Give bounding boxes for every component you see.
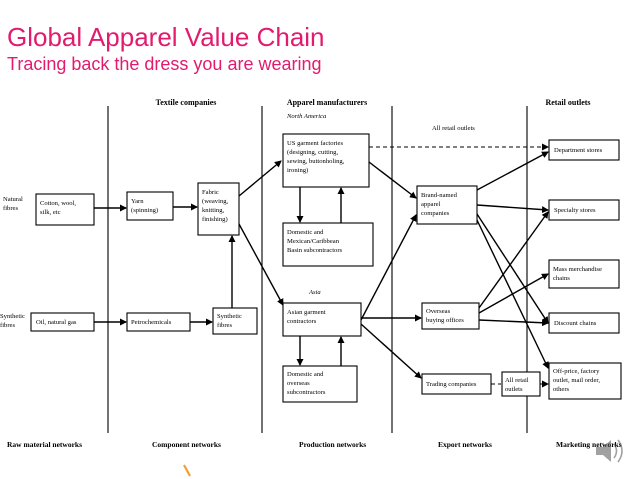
svg-text:Mass merchandise: Mass merchandise <box>553 266 602 273</box>
box-oil-gas: Oil, natural gas <box>30 312 95 332</box>
svg-text:outlets: outlets <box>505 386 523 393</box>
svg-text:sewing, buttonholing,: sewing, buttonholing, <box>287 158 345 165</box>
svg-text:Mexican/Caribbean: Mexican/Caribbean <box>287 238 340 245</box>
svg-text:Trading companies: Trading companies <box>426 381 477 388</box>
arrow-overseas-specialty <box>478 211 549 309</box>
arrow-brand-discount <box>476 213 549 324</box>
slide-title: Global Apparel Value Chain <box>7 22 325 52</box>
svg-text:(spinning): (spinning) <box>131 207 158 214</box>
svg-text:Brand-named: Brand-named <box>421 192 458 199</box>
region-asia: Asia <box>308 289 321 296</box>
footer-marketing: Marketing networks <box>556 440 622 449</box>
svg-text:All retail: All retail <box>505 377 529 384</box>
footer-export: Export networks <box>438 440 492 449</box>
arrow-overseas-discount <box>478 319 549 327</box>
svg-text:knitting,: knitting, <box>202 207 225 214</box>
box-petrochemicals: Petrochemicals <box>126 312 191 332</box>
box-all-retail-outlets: All retail outlets <box>501 371 541 397</box>
box-domestic-mexican: Domestic and Mexican/Caribbean Basin sub… <box>282 222 374 267</box>
box-brand-named: Brand-named apparel companies <box>416 185 478 225</box>
svg-text:Synthetic: Synthetic <box>217 313 242 320</box>
svg-text:Fabric: Fabric <box>202 189 219 196</box>
header-retail: Retail outlets <box>545 98 590 107</box>
slide-subtitle: Tracing back the dress you are wearing <box>7 54 322 74</box>
svg-text:outlet, mail order,: outlet, mail order, <box>553 377 600 384</box>
arrow-overseas-mass <box>478 273 549 314</box>
arrow-fabric-us <box>238 160 282 197</box>
svg-text:others: others <box>553 386 570 393</box>
svg-text:subcontractors: subcontractors <box>287 389 326 396</box>
box-synthetic-fibres: Synthetic fibres <box>212 307 258 335</box>
svg-text:chains: chains <box>553 275 570 282</box>
svg-text:(weaving,: (weaving, <box>202 198 229 205</box>
svg-text:buying offices: buying offices <box>426 317 464 324</box>
svg-text:Asian garment: Asian garment <box>287 309 326 316</box>
box-asian-contractors: Asian garment contractors <box>282 302 362 337</box>
svg-text:silk, etc: silk, etc <box>40 209 61 216</box>
box-domestic-overseas: Domestic and overseas subcontractors <box>282 365 358 403</box>
box-trading-companies: Trading companies <box>421 373 492 395</box>
svg-text:(designing, cutting,: (designing, cutting, <box>287 149 338 156</box>
arrow-brand-department <box>476 151 549 191</box>
box-off-price: Off-price, factory outlet, mail order, o… <box>548 362 622 400</box>
natural-fibres-label-1: Natural <box>3 196 23 203</box>
svg-text:Department stores: Department stores <box>554 147 603 154</box>
box-yarn: Yarn (spinning) <box>126 191 174 221</box>
footer-raw-material: Raw material networks <box>7 440 82 449</box>
svg-text:finishing): finishing) <box>202 216 228 223</box>
arrow-us-brand <box>368 161 417 199</box>
pen-mark-icon <box>183 464 191 477</box>
box-department-stores: Department stores <box>548 139 620 161</box>
header-apparel: Apparel manufacturers <box>287 98 367 107</box>
footer-component: Component networks <box>152 440 221 449</box>
svg-text:fibres: fibres <box>217 322 232 329</box>
box-fabric: Fabric (weaving, knitting, finishing) <box>197 182 240 236</box>
box-us-factories: US garment factories (designing, cutting… <box>282 133 370 188</box>
svg-text:apparel: apparel <box>421 201 441 208</box>
synthetic-fibres-label-2: fibres <box>0 322 15 329</box>
svg-text:Specialty stores: Specialty stores <box>554 207 596 214</box>
speaker-icon[interactable] <box>596 439 623 463</box>
svg-text:Cotton, wool,: Cotton, wool, <box>40 200 76 207</box>
footer-production: Production networks <box>299 440 366 449</box>
svg-text:Discount chains: Discount chains <box>554 320 597 327</box>
svg-text:Domestic and: Domestic and <box>287 371 324 378</box>
box-mass-merchandise: Mass merchandise chains <box>548 259 620 289</box>
svg-text:Yarn: Yarn <box>131 198 144 205</box>
svg-text:Off-price, factory: Off-price, factory <box>553 368 600 375</box>
svg-text:companies: companies <box>421 210 450 217</box>
svg-text:contractors: contractors <box>287 318 317 325</box>
svg-text:Overseas: Overseas <box>426 308 451 315</box>
synthetic-fibres-label-1: Synthetic <box>0 313 25 320</box>
all-retail-outlets-label: All retail outlets <box>432 125 475 132</box>
svg-text:US garment factories: US garment factories <box>287 140 343 147</box>
header-textile: Textile companies <box>156 98 217 107</box>
svg-text:overseas: overseas <box>287 380 310 387</box>
svg-text:Oil, natural gas: Oil, natural gas <box>36 319 77 326</box>
box-discount-chains: Discount chains <box>548 312 620 334</box>
box-overseas-buying: Overseas buying offices <box>421 302 480 330</box>
arrow-asian-trading <box>360 323 422 379</box>
natural-fibres-label-2: fibres <box>3 205 18 212</box>
svg-text:Basin subcontractors: Basin subcontractors <box>287 247 343 254</box>
box-cotton: Cotton, wool, silk, etc <box>35 193 95 226</box>
svg-text:ironing): ironing) <box>287 167 308 174</box>
arrow-asian-brand <box>360 214 417 321</box>
arrow-brand-specialty <box>476 204 549 214</box>
svg-text:Petrochemicals: Petrochemicals <box>131 319 172 326</box>
svg-text:Domestic and: Domestic and <box>287 229 324 236</box>
box-specialty-stores: Specialty stores <box>548 199 620 221</box>
region-north-america: North America <box>286 113 327 120</box>
arrow-fabric-asian <box>238 223 284 306</box>
